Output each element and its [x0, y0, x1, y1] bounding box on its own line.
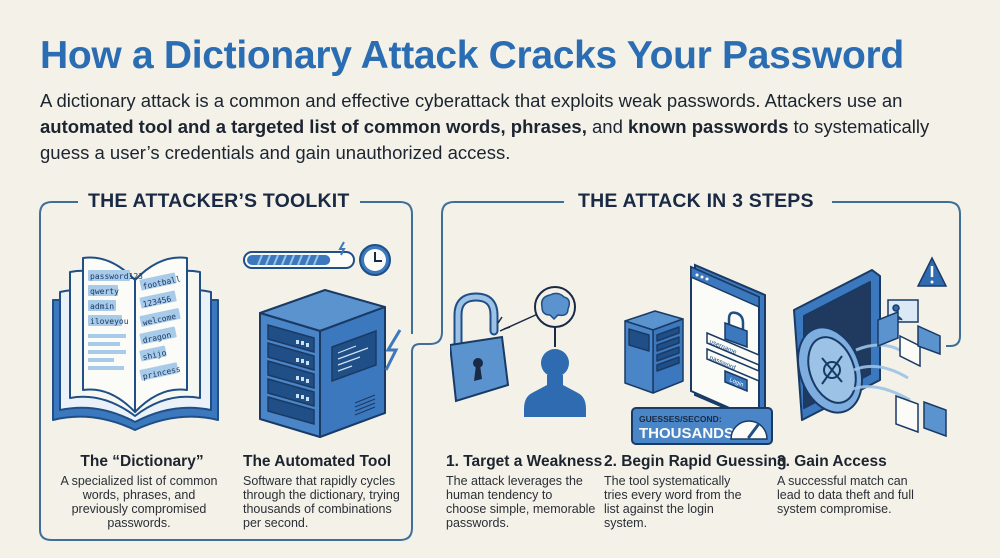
padlock-icon [450, 292, 510, 403]
person-icon [524, 349, 586, 417]
profile-document-icon [895, 394, 919, 434]
step-title-1: 1. Target a Weakness [446, 453, 603, 470]
intro-text: A dictionary attack is a common and effe… [40, 90, 903, 111]
step-desc-2: The tool systematically tries every word… [604, 474, 742, 530]
login-button: Login [728, 377, 744, 388]
book-word: qwerty [90, 287, 119, 296]
login-window: username password Login [690, 263, 766, 427]
book-word: password123 [90, 272, 143, 281]
intro-text: to systematically guess a user’s credent… [40, 116, 930, 163]
envelope-icon [917, 324, 941, 356]
card-desc-automated-tool: Software that rapidly cycles through the… [243, 474, 400, 530]
book-word: admin [90, 302, 114, 311]
intro-paragraph: A dictionary attack is a common and effe… [40, 88, 980, 166]
progress-clock-group [243, 241, 391, 276]
card-desc-dictionary: A specialized list of common words, phra… [60, 474, 218, 530]
lightning-icon [384, 329, 402, 371]
page-title: How a Dictionary Attack Cracks Your Pass… [40, 34, 904, 77]
step-desc-1: The attack leverages the human tendency … [446, 474, 596, 530]
gauge-badge: GUESSES/SECOND: THOUSANDS [631, 407, 773, 445]
intro-bold-text: automated tool and a targeted list of co… [40, 116, 587, 137]
folder-icon [877, 310, 899, 348]
small-server-icon [624, 310, 684, 394]
lightning-icon [338, 241, 346, 256]
report-document-icon [923, 400, 947, 438]
card-title-dictionary: The “Dictionary” [80, 453, 204, 470]
padlock-brain-person-icon [450, 286, 586, 417]
document-icon [899, 334, 921, 368]
intro-text: and [586, 116, 629, 137]
toolkit-frame [39, 201, 564, 541]
step-title-3: 3. Gain Access [777, 453, 887, 470]
step-desc-3: A successful match can lead to data thef… [777, 474, 914, 516]
card-title-automated-tool: The Automated Tool [243, 453, 392, 470]
open-vault-icon [793, 256, 948, 438]
step-title-2: 2. Begin Rapid Guessing [604, 453, 787, 470]
server-icon [259, 289, 402, 438]
book-word: iloveyou [90, 317, 129, 326]
steps-section-title: THE ATTACK IN 3 STEPS [570, 190, 822, 213]
clock-icon [359, 244, 391, 276]
steps-frame [832, 201, 961, 347]
intro-bold-text: known passwords [628, 116, 789, 137]
toolkit-frame-top-right [360, 201, 413, 334]
toolkit-section-title: THE ATTACKER’S TOOLKIT [80, 190, 358, 213]
open-book-icon: password123 qwerty admin iloveyou footba… [52, 256, 219, 431]
gauge-value: THOUSANDS [639, 425, 734, 442]
server-login-icon: username password Login GUESSES/SECOND: … [624, 263, 773, 445]
gauge-label: GUESSES/SECOND: [639, 414, 722, 424]
speedometer-icon [730, 420, 768, 440]
brain-icon [534, 286, 576, 328]
